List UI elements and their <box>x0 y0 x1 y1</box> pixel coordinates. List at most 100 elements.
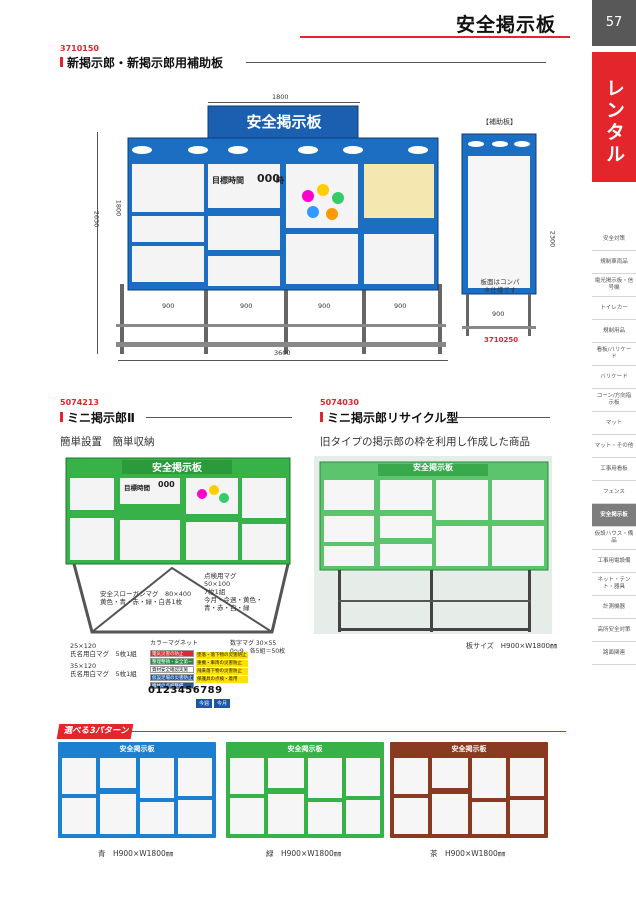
panel <box>268 794 304 834</box>
frame-leg <box>438 284 442 354</box>
panel <box>364 164 434 218</box>
product-code: 5074030 <box>320 398 359 407</box>
section-bar <box>60 57 63 67</box>
header-underline <box>300 36 570 38</box>
panel <box>380 480 432 510</box>
index-nav-item[interactable]: マット <box>592 412 636 435</box>
panel <box>432 794 468 834</box>
color-magnet-list: 電気災害の防止整理整頓・安全第一資材安全確認実施仮設足場の災害防止機械の点検整備 <box>150 650 194 690</box>
banner-box <box>207 105 359 139</box>
pattern-banner: 安全掲示板 <box>451 745 487 753</box>
panel <box>286 164 358 228</box>
sub-dim-width: 900 <box>492 310 505 318</box>
panel <box>324 546 374 566</box>
index-nav-item[interactable]: マット・その他 <box>592 435 636 458</box>
banner-box <box>378 464 488 476</box>
section-bar <box>320 412 323 422</box>
panel <box>70 518 114 560</box>
dim-bottom: 3600 <box>274 349 291 357</box>
section-title: ミニ掲示郎Ⅱ <box>67 411 135 425</box>
category-tab[interactable]: レンタル <box>592 52 636 182</box>
frame-leg <box>120 284 124 354</box>
sub-board-panel <box>468 156 530 288</box>
page-title: 安全掲示板 <box>455 14 556 36</box>
dim-top: 1800 <box>272 93 289 101</box>
index-nav-item[interactable]: コーン/方向指示板 <box>592 389 636 412</box>
frame-rail <box>338 600 531 602</box>
circle-marker <box>302 190 314 202</box>
panel <box>120 478 180 504</box>
index-nav-item[interactable]: 規制車両品 <box>592 251 636 274</box>
index-nav-item[interactable]: バリケード <box>592 366 636 389</box>
panel <box>436 526 488 566</box>
panel <box>286 234 358 284</box>
panel <box>132 216 204 242</box>
cloud <box>492 141 508 147</box>
index-nav-item[interactable]: 路面関連 <box>592 642 636 665</box>
pattern-caption: 緑 H900×W1800㎜ <box>266 849 342 858</box>
panel <box>394 798 428 834</box>
target-label: 目標時間 <box>124 484 150 492</box>
cloud <box>298 146 318 154</box>
index-nav-item[interactable]: フェンス <box>592 481 636 504</box>
pattern-banner: 安全掲示板 <box>119 745 155 753</box>
cloud <box>468 141 484 147</box>
panel <box>140 758 174 798</box>
recycle-board-illustration <box>319 461 549 632</box>
size-note: 板サイズ H900×W1800㎜ <box>466 642 558 650</box>
dim-panel-4: 900 <box>394 302 407 310</box>
panel <box>132 164 204 212</box>
mini-board-illustration <box>65 457 291 634</box>
index-nav-item[interactable]: 高所安全対策 <box>592 619 636 642</box>
cloud <box>228 146 248 154</box>
index-nav-item[interactable]: 安全掲示板 <box>592 504 636 527</box>
small-tags: 今週今月 <box>196 699 231 708</box>
index-nav-item[interactable]: 規制用品 <box>592 320 636 343</box>
panel <box>268 758 304 788</box>
index-nav-item[interactable]: 工事用電設備 <box>592 550 636 573</box>
color-magnet: 機械の点検整備 <box>150 682 194 689</box>
sub-board-illustration <box>461 133 537 336</box>
index-nav-item[interactable]: トイレカー <box>592 297 636 320</box>
sub-code: 3710250 <box>484 336 519 344</box>
frame-rail <box>116 324 446 327</box>
dim-panel-2: 900 <box>240 302 253 310</box>
cloud <box>132 146 152 154</box>
index-nav-item[interactable]: 電光掲示板・信号機 <box>592 274 636 297</box>
target-value: 000 <box>257 172 280 185</box>
index-nav-item[interactable]: ネット・テント・器具 <box>592 573 636 596</box>
target-value: 000 <box>158 480 175 489</box>
index-nav-item[interactable]: 工事用看板 <box>592 458 636 481</box>
panel <box>364 234 434 284</box>
panel <box>308 758 342 798</box>
number-sample: 0123456789 <box>148 685 223 696</box>
frame-leg <box>362 284 366 354</box>
index-nav-item[interactable]: 計測機器 <box>592 596 636 619</box>
panel <box>178 758 212 796</box>
circle-marker <box>197 489 207 499</box>
frame-leg <box>528 294 531 336</box>
index-nav-item[interactable]: 安全対策 <box>592 228 636 251</box>
pattern-label: 選べる3パターン <box>56 724 134 739</box>
circle-marker <box>219 493 229 503</box>
section-line <box>146 417 292 418</box>
section-caption: 簡単設置 簡単収納 <box>60 436 155 448</box>
slogan-magnet: 重機・車両の災害防止 <box>196 660 248 667</box>
sub-board-note: 板面はコンパネ仕様です <box>480 278 520 294</box>
unit-label: 時 <box>276 176 284 185</box>
panel <box>242 478 286 518</box>
panel <box>132 246 204 282</box>
pattern-board: 安全掲示板 <box>226 742 384 838</box>
board-banner-text: 安全掲示板 <box>246 113 322 131</box>
panel <box>208 164 280 208</box>
small-tag: 今週 <box>196 699 213 708</box>
pattern-divider <box>58 731 566 732</box>
index-nav-item[interactable]: 仮設ハウス・備品 <box>592 527 636 550</box>
panel <box>208 256 280 286</box>
index-nav-item[interactable]: 看板/バリケード <box>592 343 636 366</box>
slogan-magnet-list: 墜落・落下物の災害防止重機・車両の災害防止飛来落下物の災害防止保護具の点検・着用 <box>196 652 248 684</box>
panel <box>186 522 238 560</box>
